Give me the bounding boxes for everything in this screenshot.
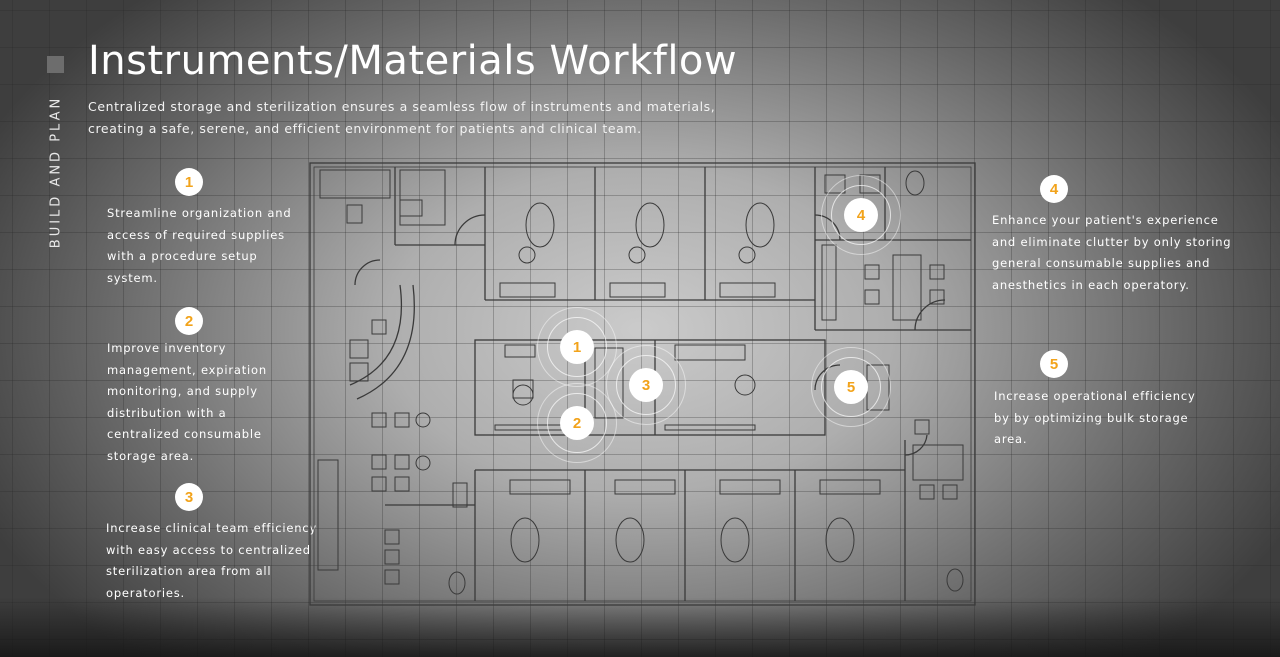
- map-marker-2: 2: [537, 383, 617, 463]
- marker-ring-inner: [616, 355, 676, 415]
- marker-ring-inner: [821, 357, 881, 417]
- point-text-1: Streamline organization and access of re…: [107, 206, 292, 285]
- bottom-shadow: [0, 597, 1280, 657]
- marker-ring-outer: [821, 175, 901, 255]
- section-marker-square: [47, 56, 64, 73]
- map-marker-3: 3: [606, 345, 686, 425]
- marker-ring-inner: [831, 185, 891, 245]
- map-marker-1-label: 1: [560, 330, 594, 364]
- marker-ring-outer: [606, 345, 686, 425]
- page-title: Instruments/Materials Workflow: [88, 38, 738, 84]
- marker-ring-outer: [537, 383, 617, 463]
- map-marker-5: 5: [811, 347, 891, 427]
- point-badge-3: 3: [175, 483, 203, 511]
- marker-ring-outer: [811, 347, 891, 427]
- marker-ring-inner: [547, 317, 607, 377]
- map-marker-3-label: 3: [629, 368, 663, 402]
- map-marker-4: 4: [821, 175, 901, 255]
- point-badge-2: 2: [175, 307, 203, 335]
- map-marker-2-label: 2: [560, 406, 594, 440]
- floor-plan: [309, 162, 976, 606]
- page-subtitle: Centralized storage and sterilization en…: [88, 99, 716, 136]
- point-text-4: Enhance your patient's experience and el…: [992, 213, 1232, 292]
- outer-wall: [309, 162, 976, 606]
- point-badge-4: 4: [1040, 175, 1068, 203]
- map-marker-5-label: 5: [834, 370, 868, 404]
- point-badge-5: 5: [1040, 350, 1068, 378]
- map-marker-4-label: 4: [844, 198, 878, 232]
- map-marker-1: 1: [537, 307, 617, 387]
- point-text-2: Improve inventory management, expiration…: [107, 341, 267, 463]
- point-text-3: Increase clinical team efficiency with e…: [106, 521, 318, 600]
- marker-ring-inner: [547, 393, 607, 453]
- point-badge-1: 1: [175, 168, 203, 196]
- section-label: BUILD AND PLAN: [48, 95, 64, 249]
- point-text-5: Increase operational efficiency by by op…: [994, 389, 1196, 446]
